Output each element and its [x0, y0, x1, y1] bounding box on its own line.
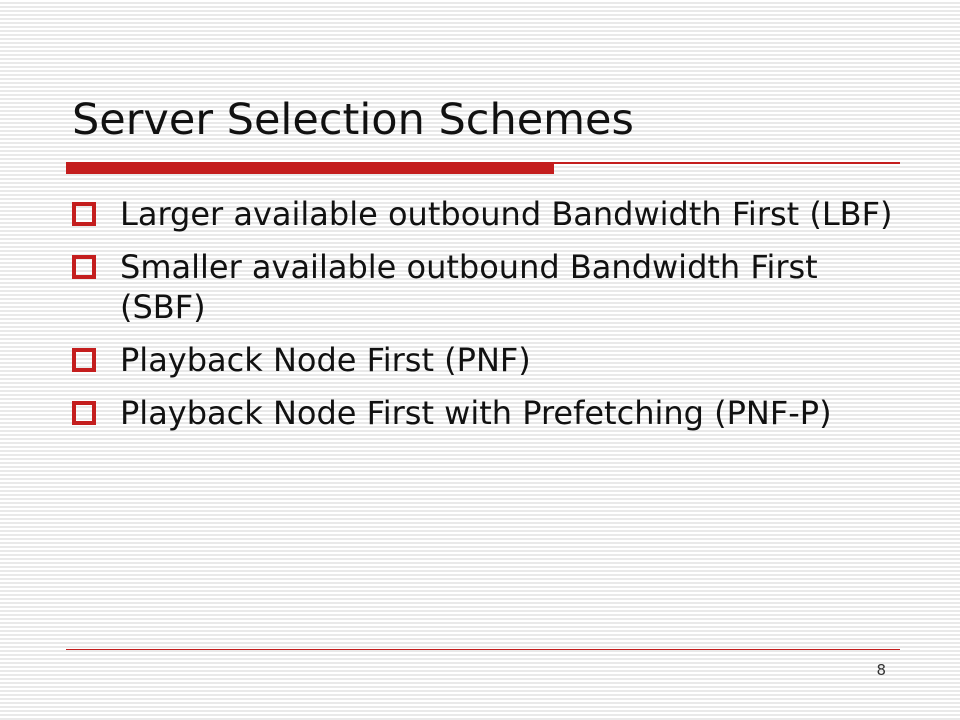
bullet-item: Larger available outbound Bandwidth Firs…: [70, 194, 900, 234]
hollow-square-bullet-icon: [72, 348, 96, 372]
title-underline-thick: [66, 164, 554, 174]
page-number: 8: [876, 661, 886, 679]
bullet-text: Larger available outbound Bandwidth Firs…: [120, 195, 893, 233]
footer-divider: [66, 649, 900, 650]
title-underline-thin: [66, 162, 900, 164]
hollow-square-bullet-icon: [72, 401, 96, 425]
bullet-item: Smaller available outbound Bandwidth Fir…: [70, 247, 900, 327]
hollow-square-bullet-icon: [72, 255, 96, 279]
bullet-text: Smaller available outbound Bandwidth Fir…: [120, 248, 818, 326]
bullet-text: Playback Node First with Prefetching (PN…: [120, 394, 832, 432]
hollow-square-bullet-icon: [72, 202, 96, 226]
bullet-item: Playback Node First (PNF): [70, 340, 900, 380]
bullet-item: Playback Node First with Prefetching (PN…: [70, 393, 900, 433]
bullet-list: Larger available outbound Bandwidth Firs…: [70, 194, 900, 446]
bullet-text: Playback Node First (PNF): [120, 341, 531, 379]
slide-title: Server Selection Schemes: [72, 95, 634, 145]
